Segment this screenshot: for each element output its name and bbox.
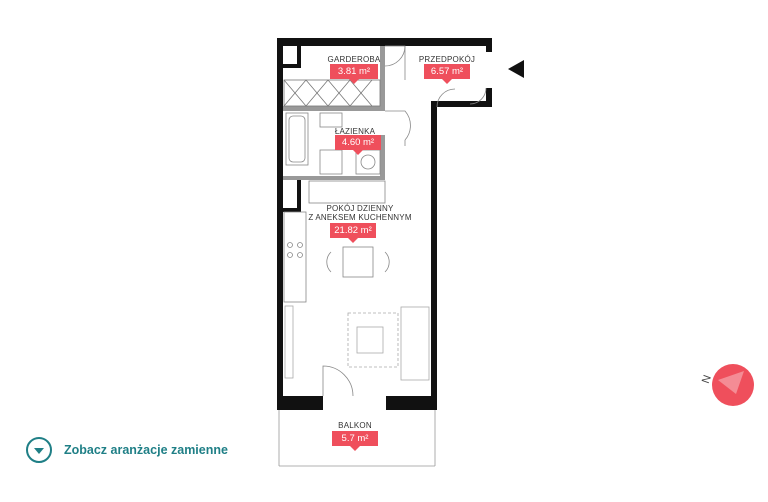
balkon-area: 5.7 m² (332, 431, 378, 451)
kitchen (283, 180, 386, 303)
walls (277, 38, 492, 410)
compass-letter: N (700, 374, 714, 386)
garderoba-label: GARDEROBA (327, 55, 381, 64)
alternative-layouts-link[interactable]: Zobacz aranżacje zamienne (26, 437, 228, 463)
dining-set (326, 246, 390, 278)
balcony (278, 410, 436, 467)
balkon-label: BALKON (338, 421, 372, 430)
przedpokoj-area: 6.57 m² (424, 64, 470, 84)
lazienka-label: ŁAZIENKA (334, 127, 376, 136)
pokoj-area: 21.82 m² (330, 223, 376, 243)
internal-walls (283, 46, 385, 180)
compass-icon: N (700, 364, 754, 406)
wardrobe (283, 79, 381, 107)
alternative-layouts-label: Zobacz aranżacje zamienne (64, 443, 228, 457)
door-swings (322, 45, 487, 397)
entrance-arrow-icon (508, 60, 524, 78)
lazienka-area: 4.60 m² (335, 135, 381, 155)
bathroom-fixtures (285, 112, 381, 175)
przedpokoj-label: PRZEDPOKÓJ (418, 55, 476, 64)
chevron-down-icon (26, 437, 52, 463)
garderoba-area: 3.81 m² (330, 64, 378, 84)
living-furniture (284, 305, 430, 381)
pokoj-label-line2: Z ANEKSEM KUCHENNYM (308, 213, 412, 222)
pokoj-label-line1: POKÓJ DZIENNY (326, 204, 394, 213)
